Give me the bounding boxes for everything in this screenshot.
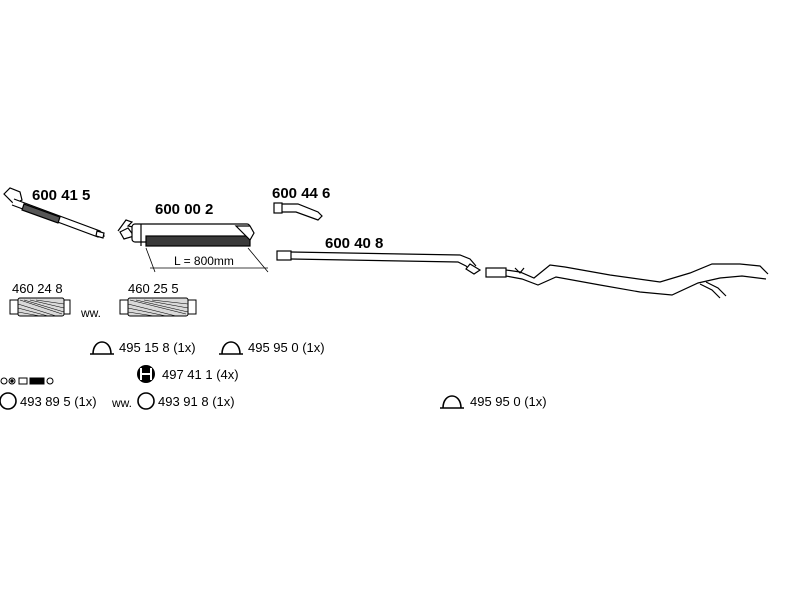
gasket-ring-icon: [137, 392, 155, 410]
flex-pipe-a-drawing: [9, 297, 71, 317]
clamp-number-2: 495 95 0 (1x): [248, 340, 325, 355]
clamp-icon: [219, 341, 243, 355]
gasket-separator: ww.: [112, 396, 133, 410]
middle-silencer-drawing: [117, 219, 269, 273]
bolt-set-icon: [0, 377, 54, 385]
flex-pipe-separator: ww.: [81, 306, 102, 320]
bend-pipe-drawing: [273, 202, 323, 221]
gasket-number-2: 493 91 8 (1x): [158, 394, 235, 409]
flex-pipe-b-number: 460 25 5: [128, 281, 179, 296]
clamp-number-1: 495 15 8 (1x): [119, 340, 196, 355]
clamp-icon: [440, 395, 464, 409]
gasket-ring-icon: [0, 392, 17, 410]
hanger-number: 497 41 1 (4x): [162, 367, 239, 382]
clamp-icon: [90, 341, 114, 355]
hanger-icon: [137, 365, 155, 383]
front-pipe-drawing: [3, 187, 106, 239]
part-number-front-pipe: 600 41 5: [32, 187, 91, 204]
part-number-intermediate-pipe: 600 40 8: [325, 235, 384, 252]
rear-pipe-drawing: [485, 263, 769, 299]
gasket-number-1: 493 89 5 (1x): [20, 394, 97, 409]
intermediate-pipe-drawing: [276, 250, 482, 275]
clamp-number-3: 495 95 0 (1x): [470, 394, 547, 409]
length-dimension: L = 800mm: [174, 254, 234, 268]
flex-pipe-b-drawing: [119, 297, 197, 317]
part-number-middle-silencer: 600 00 2: [155, 201, 214, 218]
part-number-bend-pipe: 600 44 6: [272, 185, 331, 202]
flex-pipe-a-number: 460 24 8: [12, 281, 63, 296]
